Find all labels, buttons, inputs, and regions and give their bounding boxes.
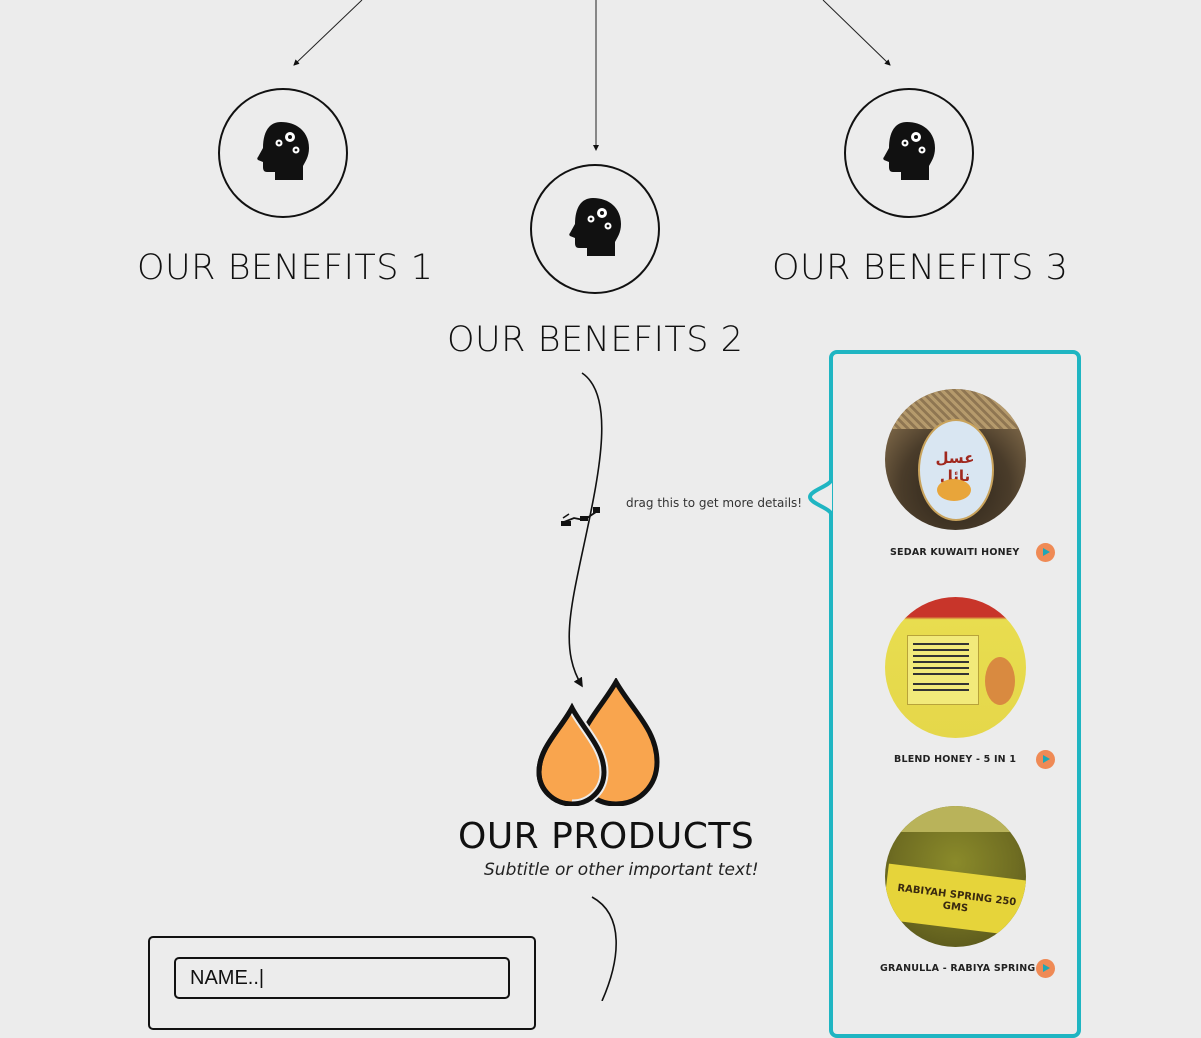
jar-flower-art: [985, 657, 1015, 705]
play-button-2[interactable]: [1036, 750, 1055, 769]
head-gears-icon: [569, 198, 621, 256]
product-image-sedar-kuwaiti-honey[interactable]: عسل نائل: [885, 389, 1026, 530]
benefit-1-title: OUR BENEFITS 1: [137, 248, 434, 288]
benefit-3-title: OUR BENEFITS 3: [772, 248, 1069, 288]
head-gears-icon: [883, 122, 935, 180]
product-name-1: SEDAR KUWAITI HONEY: [890, 547, 1020, 558]
jar-label: [918, 419, 994, 521]
products-title: OUR PRODUCTS: [458, 816, 755, 857]
product-name-2: BLEND HONEY - 5 IN 1: [894, 754, 1017, 765]
jar-lid: [885, 806, 1026, 832]
curve-to-form: [591, 896, 617, 1001]
head-gears-icon: [257, 122, 309, 180]
products-subtitle: Subtitle or other important text!: [484, 860, 759, 880]
jar-label-lines: [913, 643, 969, 645]
product-image-blend-honey[interactable]: [885, 597, 1026, 738]
benefit-1-circle: [218, 88, 348, 218]
curve-to-products: [568, 372, 603, 688]
jar-honey-bowl: [937, 479, 971, 501]
name-input[interactable]: [174, 957, 510, 999]
drag-hint-text: drag this to get more details!: [626, 496, 803, 510]
arrow-to-benefit-1: [293, 0, 363, 66]
benefit-2-title: OUR BENEFITS 2: [447, 320, 744, 360]
drag-handle-icon[interactable]: [560, 504, 602, 532]
benefit-2-circle: [530, 164, 660, 294]
benefit-3-circle: [844, 88, 974, 218]
arrow-to-benefit-3: [822, 0, 891, 66]
play-button-3[interactable]: [1036, 959, 1055, 978]
product-image-granulla-rabiya-spring[interactable]: RABIYAH SPRING 250 GMS: [885, 806, 1026, 947]
flow-connectors: [293, 0, 891, 1001]
jar-label-panel: [907, 635, 979, 705]
panel-pointer: [807, 478, 832, 516]
product-name-3: GRANULLA - RABIYA SPRING: [880, 963, 1036, 974]
honey-drops-icon: [536, 678, 660, 806]
play-button-1[interactable]: [1036, 543, 1055, 562]
